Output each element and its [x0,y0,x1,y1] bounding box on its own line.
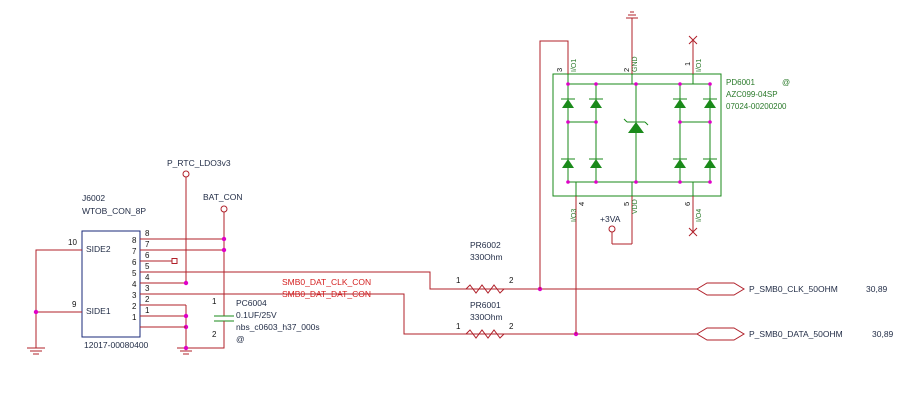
esd-pin2-num: 2 [622,68,631,72]
connector-pin-4-num: 4 [145,273,150,282]
connector-pin-4: 4 [132,280,137,289]
port-data: P_SMB0_DATA_50OHM 30,89 [696,327,894,341]
esd-pin6-num: 6 [683,202,692,206]
connector-pin-9-num: 9 [72,300,77,309]
net-label-dat: SMB0_DAT_DAT_CON [282,289,371,299]
power-rtc: P_RTC_LDO3v3 [167,158,231,286]
resistor-pr6001-pin1: 1 [456,322,461,331]
esd-refdes: PD6001 [726,78,755,87]
connector-pin-10-num: 10 [68,238,77,247]
esd-pin4-num: 4 [577,202,586,206]
net-label-clk: SMB0_DAT_CLK_CON [282,277,371,287]
resistor-pr6002-pin2: 2 [509,276,514,285]
connector-pin-3: 3 [132,291,137,300]
connector-pin-1: 1 [132,313,137,322]
esd-pd6001: I/O1 GND I/O1 3 2 1 I/O3 VDD I/O4 4 5 6 … [539,11,790,334]
resistor-pr6001-refdes: PR6001 [470,300,501,310]
capacitor-value: 0.1UF/25V [236,310,277,320]
rtc-power-label: P_RTC_LDO3v3 [167,158,231,168]
connector-pin-7-num: 7 [145,240,150,249]
esd-pin4-label: I/O3 [571,209,578,222]
connector-refdes: J6002 [82,193,105,203]
esd-pin1-num: 1 [683,62,692,66]
resistor-pr6002-value: 330Ohm [470,252,503,262]
output-wires [504,286,697,337]
connector-body [81,230,141,338]
connector-pin-5: 5 [132,269,137,278]
esd-pin1-label: I/O1 [696,59,703,72]
connector-pin-2: 2 [132,302,137,311]
connector-pin-6-num: 6 [145,251,150,260]
connector-side2-label: SIDE2 [86,244,111,254]
esd-pin3-label: I/O1 [571,59,578,72]
resistor-pr6002: PR6002 330Ohm 1 2 [456,240,514,294]
connector-pin-3-num: 3 [145,284,150,293]
connector-pin-7: 7 [132,247,137,256]
resistor-pr6002-pin1: 1 [456,276,461,285]
capacitor-footprint: nbs_c0603_h37_000s [236,322,320,332]
resistor-pr6001-pin2: 2 [509,322,514,331]
connector-pin-6: 6 [132,258,137,267]
port-clk-ref: 30,89 [866,284,888,294]
side-pins-ground [27,249,82,355]
esd-pin2-label: GND [632,56,639,72]
power-bat: BAT_CON [203,192,243,316]
esd-pin5-label: VDD [632,199,639,214]
connector-pin-8: 8 [132,236,137,245]
esd-part: AZC099-04SP [726,90,778,99]
port-data-ref: 30,89 [872,329,894,339]
resistor-pr6001-value: 330Ohm [470,312,503,322]
power-3va-label: +3VA [600,214,621,224]
capacitor-refdes: PC6004 [236,298,267,308]
esd-partno: 07024-00200200 [726,102,787,111]
connector-pin-2-num: 2 [145,295,150,304]
capacitor-pc6004: 1 2 PC6004 0.1UF/25V nbs_c0603_h37_000s … [183,297,320,351]
esd-pin5-num: 5 [622,202,631,206]
capacitor-pin-2: 2 [212,330,217,339]
connector-value: WTOB_CON_8P [82,206,146,216]
connector-part-number: 12017-00080400 [84,340,149,350]
port-clk-name: P_SMB0_CLK_50OHM [749,284,838,294]
connector-pin-1-num: 1 [145,306,150,315]
resistor-pr6002-refdes: PR6002 [470,240,501,250]
bat-power-label: BAT_CON [203,192,243,202]
connector-pin-5-num: 5 [145,262,150,271]
port-data-name: P_SMB0_DATA_50OHM [749,329,843,339]
esd-pin6-label: I/O4 [696,209,703,222]
connector-side1-label: SIDE1 [86,306,111,316]
capacitor-flag: @ [236,334,245,344]
capacitor-pin-1: 1 [212,297,217,306]
resistor-pr6001: PR6001 330Ohm 1 2 [456,300,514,339]
connector-pin-8-num: 8 [145,229,150,238]
esd-pin3-num: 3 [555,68,564,72]
connector-j6002: J6002 WTOB_CON_8P SIDE2 SIDE1 12017-0008… [68,193,150,350]
esd-flag: @ [782,78,790,87]
port-clk: P_SMB0_CLK_50OHM 30,89 [696,282,888,296]
